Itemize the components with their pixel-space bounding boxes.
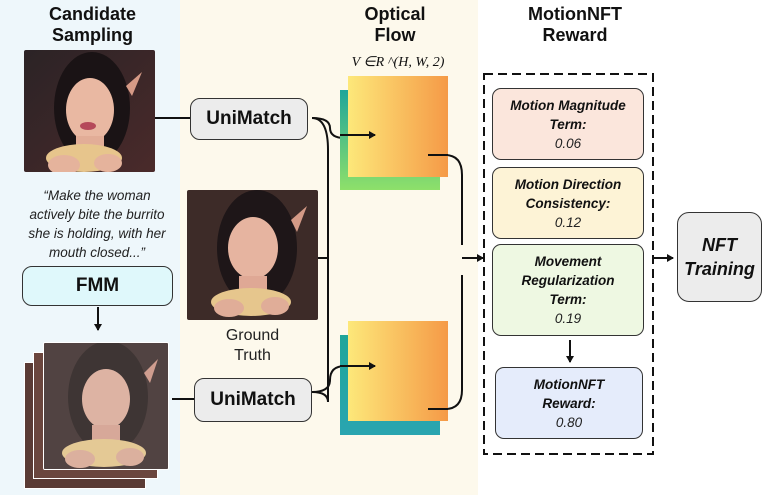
motionnft-reward-heading: MotionNFT Reward (528, 4, 622, 45)
ground-truth-image (187, 190, 318, 320)
fmm-box: FMM (22, 266, 173, 306)
flow-formula: V ∈R ^(H, W, 2) (351, 55, 445, 70)
term-value: 0.06 (554, 135, 582, 151)
term-value: 0.80 (555, 414, 583, 430)
candidate-sampling-heading: Candidate Sampling (48, 4, 136, 45)
term-title: Motion Direction Consistency: (514, 176, 622, 211)
prompt-text: “Make the woman actively bite the burrit… (28, 188, 166, 260)
optical-flow-heading: Optical Flow (364, 4, 426, 45)
generated-video-frame (43, 342, 169, 470)
ground-truth-label: Ground Truth (225, 327, 280, 364)
unimatch-bottom-box: UniMatch (194, 378, 312, 422)
motion-direction-term: Motion Direction Consistency: 0.12 (492, 167, 644, 239)
motion-magnitude-term: Motion Magnitude Term: 0.06 (492, 88, 644, 160)
flow-tile-bottom (348, 321, 448, 421)
term-value: 0.12 (554, 214, 582, 230)
flow-tile-top (348, 76, 448, 177)
candidate-frame-image (24, 50, 155, 172)
unimatch-top-box: UniMatch (190, 98, 308, 140)
term-title: Motion Magnitude Term: (510, 97, 626, 132)
arrow-unimatch-bottom-to-flow (311, 362, 373, 393)
motionnft-reward-value: MotionNFT Reward: 0.80 (495, 367, 643, 439)
reward-container (483, 73, 654, 455)
arrow-unimatch-top-to-flow (311, 117, 373, 142)
term-title: Movement Regularization Term: (521, 254, 615, 307)
term-title: MotionNFT Reward: (533, 376, 605, 411)
movement-regularization-term: Movement Regularization Term: 0.19 (492, 244, 644, 336)
nft-training-box: NFT Training (677, 212, 762, 302)
term-value: 0.19 (554, 311, 582, 326)
